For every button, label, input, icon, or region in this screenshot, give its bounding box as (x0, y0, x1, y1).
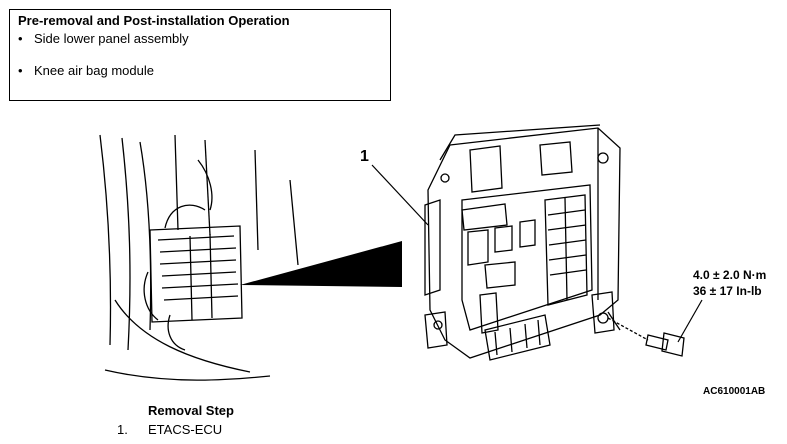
figure-code: AC610001AB (703, 386, 766, 397)
bullet-icon: • (18, 63, 23, 78)
torque-inlb: 36 ± 17 In-lb (693, 284, 762, 298)
torque-spec: 4.0 ± 2.0 N·m 36 ± 17 In-lb (693, 267, 766, 299)
step-number: 1. (117, 422, 128, 437)
bolt (607, 317, 685, 357)
callout-leader (371, 164, 429, 226)
info-item-label: Knee air bag module (34, 63, 154, 78)
step-label: ETACS-ECU (148, 422, 223, 437)
info-box-title: Pre-removal and Post-installation Operat… (18, 13, 290, 28)
pre-removal-info-box: Pre-removal and Post-installation Operat… (9, 9, 391, 101)
torque-leader (677, 299, 703, 343)
info-item-label: Side lower panel assembly (34, 31, 189, 46)
callout-number: 1 (360, 148, 369, 165)
info-list-item: • Side lower panel assembly (18, 31, 189, 46)
dashboard-location-view (99, 134, 299, 381)
torque-nm: 4.0 ± 2.0 N·m (693, 268, 767, 282)
removal-step: 1. ETACS-ECU (117, 422, 222, 437)
zoom-wedge (240, 241, 402, 287)
info-list-item: • Knee air bag module (18, 63, 154, 78)
removal-steps-title: Removal Step (148, 403, 234, 418)
ecu-module (424, 124, 621, 361)
bullet-icon: • (18, 31, 23, 46)
